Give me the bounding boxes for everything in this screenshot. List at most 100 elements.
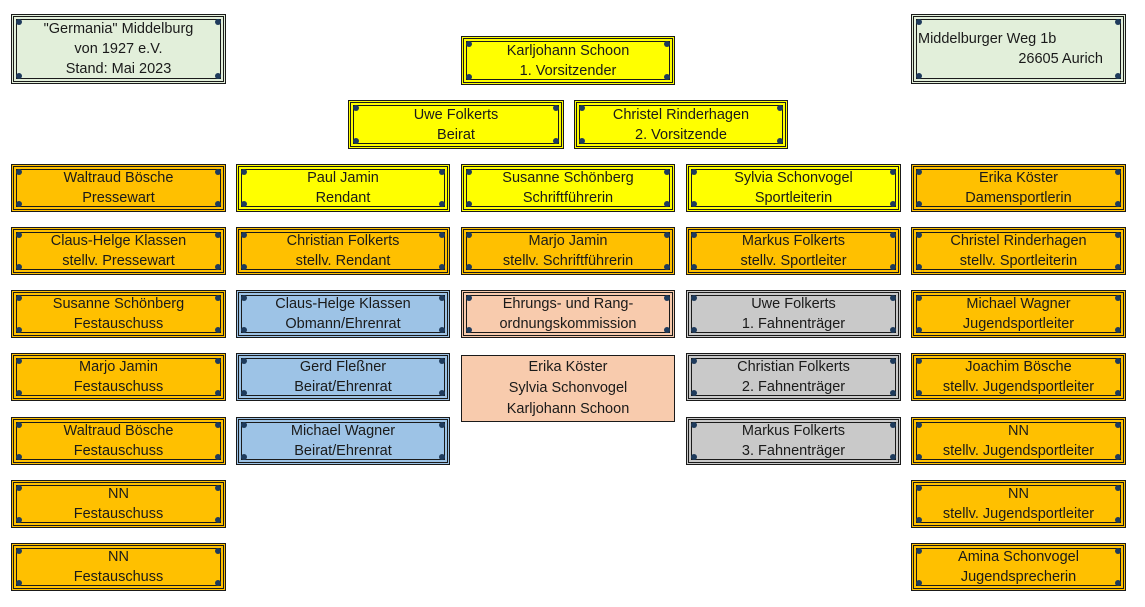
corner-dot [1115, 422, 1121, 428]
person-role: 1. Fahnenträger [741, 316, 846, 332]
corner-dot [1115, 327, 1121, 333]
corner-dot [215, 73, 221, 79]
member-box: NN Festauschuss [11, 480, 226, 528]
person-role: stellv. Sportleiterin [959, 253, 1078, 269]
member-box: Michael Wagner Jugendsportleiter [911, 290, 1126, 338]
person-name: NN [1008, 486, 1029, 502]
member-box: Marjo Jamin stellv. Schriftführerin [461, 227, 675, 275]
member-box: Joachim Bösche stellv. Jugendsportleiter [911, 353, 1126, 401]
corner-dot [1115, 264, 1121, 270]
committee-members-box: Erika Köster Sylvia Schonvogel Karljohan… [461, 355, 675, 422]
person-name: Marjo Jamin [79, 359, 158, 375]
corner-dot [215, 390, 221, 396]
corner-dot [466, 232, 472, 238]
person-role: Obmann/Ehrenrat [285, 316, 401, 332]
corner-dot [1115, 169, 1121, 175]
person-name: Claus-Helge Klassen [275, 296, 411, 312]
corner-dot [1115, 580, 1121, 586]
corner-dot [916, 73, 922, 79]
corner-dot [916, 232, 922, 238]
corner-dot [16, 19, 22, 25]
corner-dot [241, 264, 247, 270]
corner-dot [691, 169, 697, 175]
corner-dot [916, 422, 922, 428]
corner-dot [466, 264, 472, 270]
corner-dot [1115, 548, 1121, 554]
person-role: stellv. Jugendsportleiter [942, 506, 1095, 522]
person-name: Michael Wagner [966, 296, 1071, 312]
corner-dot [664, 41, 670, 47]
member-box: Christian Folkerts stellv. Rendant [236, 227, 450, 275]
corner-dot [241, 201, 247, 207]
person-role: 2. Fahnenträger [741, 379, 846, 395]
member-box: Gerd Fleßner Beirat/Ehrenrat [236, 353, 450, 401]
member-box: Waltraud Bösche Pressewart [11, 164, 226, 212]
member-box: Marjo Jamin Festauschuss [11, 353, 226, 401]
corner-dot [215, 517, 221, 523]
corner-dot [691, 390, 697, 396]
member-box: Waltraud Bösche Festauschuss [11, 417, 226, 465]
corner-dot [16, 232, 22, 238]
person-role: Pressewart [82, 190, 155, 206]
corner-dot [353, 105, 359, 111]
corner-dot [215, 454, 221, 460]
member-box: Markus Folkerts stellv. Sportleiter [686, 227, 901, 275]
corner-dot [439, 169, 445, 175]
committee-title: ordnungskommission [499, 316, 637, 332]
address-city: 26605 Aurich [1018, 51, 1103, 67]
person-role: stellv. Schriftführerin [502, 253, 634, 269]
person-role: Beirat/Ehrenrat [294, 443, 392, 459]
corner-dot [16, 327, 22, 333]
corner-dot [664, 74, 670, 80]
person-role: stellv. Jugendsportleiter [942, 379, 1095, 395]
club-founded: von 1927 e.V. [74, 41, 163, 57]
corner-dot [215, 295, 221, 301]
corner-dot [890, 264, 896, 270]
person-name: Markus Folkerts [741, 233, 846, 249]
corner-dot [664, 264, 670, 270]
corner-dot [241, 390, 247, 396]
person-name: Joachim Bösche [965, 359, 1072, 375]
corner-dot [353, 138, 359, 144]
corner-dot [439, 232, 445, 238]
member-box: Markus Folkerts 3. Fahnenträger [686, 417, 901, 465]
person-role: Schriftführerin [522, 190, 614, 206]
honors-committee-box: Ehrungs- und Rang- ordnungskommission [461, 290, 675, 338]
corner-dot [439, 454, 445, 460]
person-name: Sylvia Schonvogel [508, 380, 628, 396]
person-role: Festauschuss [73, 506, 164, 522]
person-name: NN [108, 549, 129, 565]
person-role: 3. Fahnenträger [741, 443, 846, 459]
address-box: Middelburger Weg 1b 26605 Aurich [911, 14, 1126, 84]
person-name: Karljohann Schoon [506, 401, 630, 417]
corner-dot [916, 358, 922, 364]
club-name: "Germania" Middelburg [43, 21, 194, 37]
corner-dot [439, 390, 445, 396]
corner-dot [215, 169, 221, 175]
corner-dot [890, 201, 896, 207]
corner-dot [579, 105, 585, 111]
corner-dot [1115, 73, 1121, 79]
corner-dot [241, 295, 247, 301]
corner-dot [664, 327, 670, 333]
corner-dot [916, 548, 922, 554]
corner-dot [1115, 19, 1121, 25]
person-name: Susanne Schönberg [502, 170, 634, 186]
corner-dot [16, 73, 22, 79]
corner-dot [691, 201, 697, 207]
person-name: Sylvia Schonvogel [734, 170, 853, 186]
person-role: Sportleiterin [754, 190, 833, 206]
corner-dot [691, 264, 697, 270]
member-box: Sylvia Schonvogel Sportleiterin [686, 164, 901, 212]
corner-dot [890, 358, 896, 364]
person-role: Jugendsprecherin [960, 569, 1077, 585]
corner-dot [241, 358, 247, 364]
person-name: Erika Köster [528, 359, 608, 375]
corner-dot [664, 201, 670, 207]
corner-dot [777, 105, 783, 111]
corner-dot [691, 454, 697, 460]
corner-dot [1115, 517, 1121, 523]
corner-dot [215, 485, 221, 491]
member-box: Christian Folkerts 2. Fahnenträger [686, 353, 901, 401]
corner-dot [890, 232, 896, 238]
